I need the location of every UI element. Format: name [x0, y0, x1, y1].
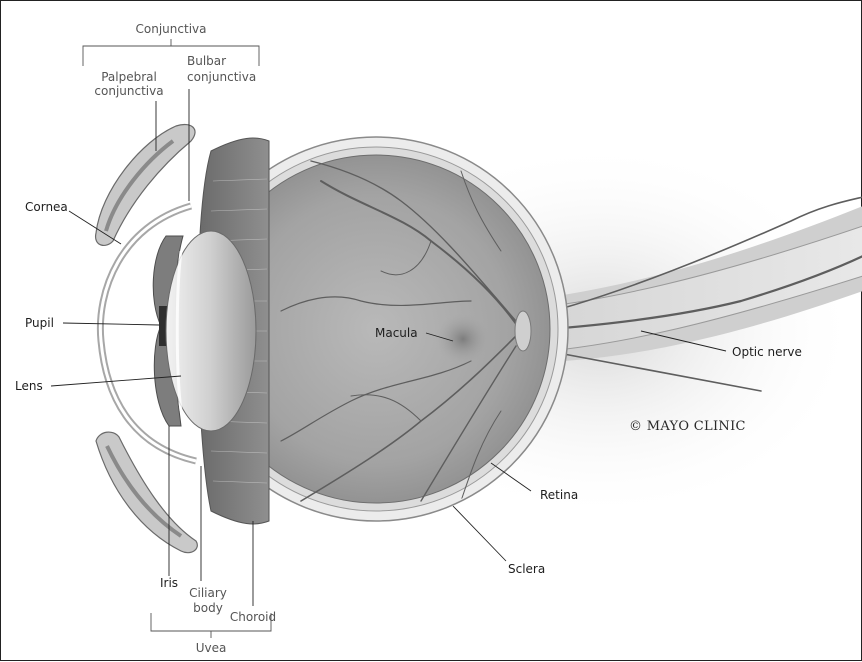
label-pupil: Pupil: [25, 316, 54, 330]
label-sclera: Sclera: [508, 562, 545, 576]
lower-eyelid: [96, 432, 197, 553]
label-iris: Iris: [160, 576, 178, 590]
label-choroid: Choroid: [230, 610, 276, 624]
label-retina: Retina: [540, 488, 578, 502]
label-bulbar-2: conjunctiva: [187, 70, 256, 84]
label-palpebral-2: conjunctiva: [94, 84, 163, 98]
macula: [435, 313, 491, 365]
optic-disc: [515, 311, 531, 351]
label-uvea: Uvea: [196, 641, 227, 655]
label-conjunctiva: Conjunctiva: [136, 22, 207, 36]
label-macula: Macula: [375, 326, 418, 340]
label-optic-nerve: Optic nerve: [732, 345, 802, 359]
label-ciliary-2: body: [193, 601, 223, 615]
label-cornea: Cornea: [25, 200, 68, 214]
label-lens: Lens: [15, 379, 43, 393]
label-bulbar-1: Bulbar: [187, 54, 226, 68]
copyright-notice: © MAYO CLINIC: [629, 419, 746, 434]
label-palpebral-1: Palpebral: [101, 70, 157, 84]
conjunctiva-bracket: [83, 46, 259, 66]
label-ciliary-1: Ciliary: [189, 586, 227, 600]
